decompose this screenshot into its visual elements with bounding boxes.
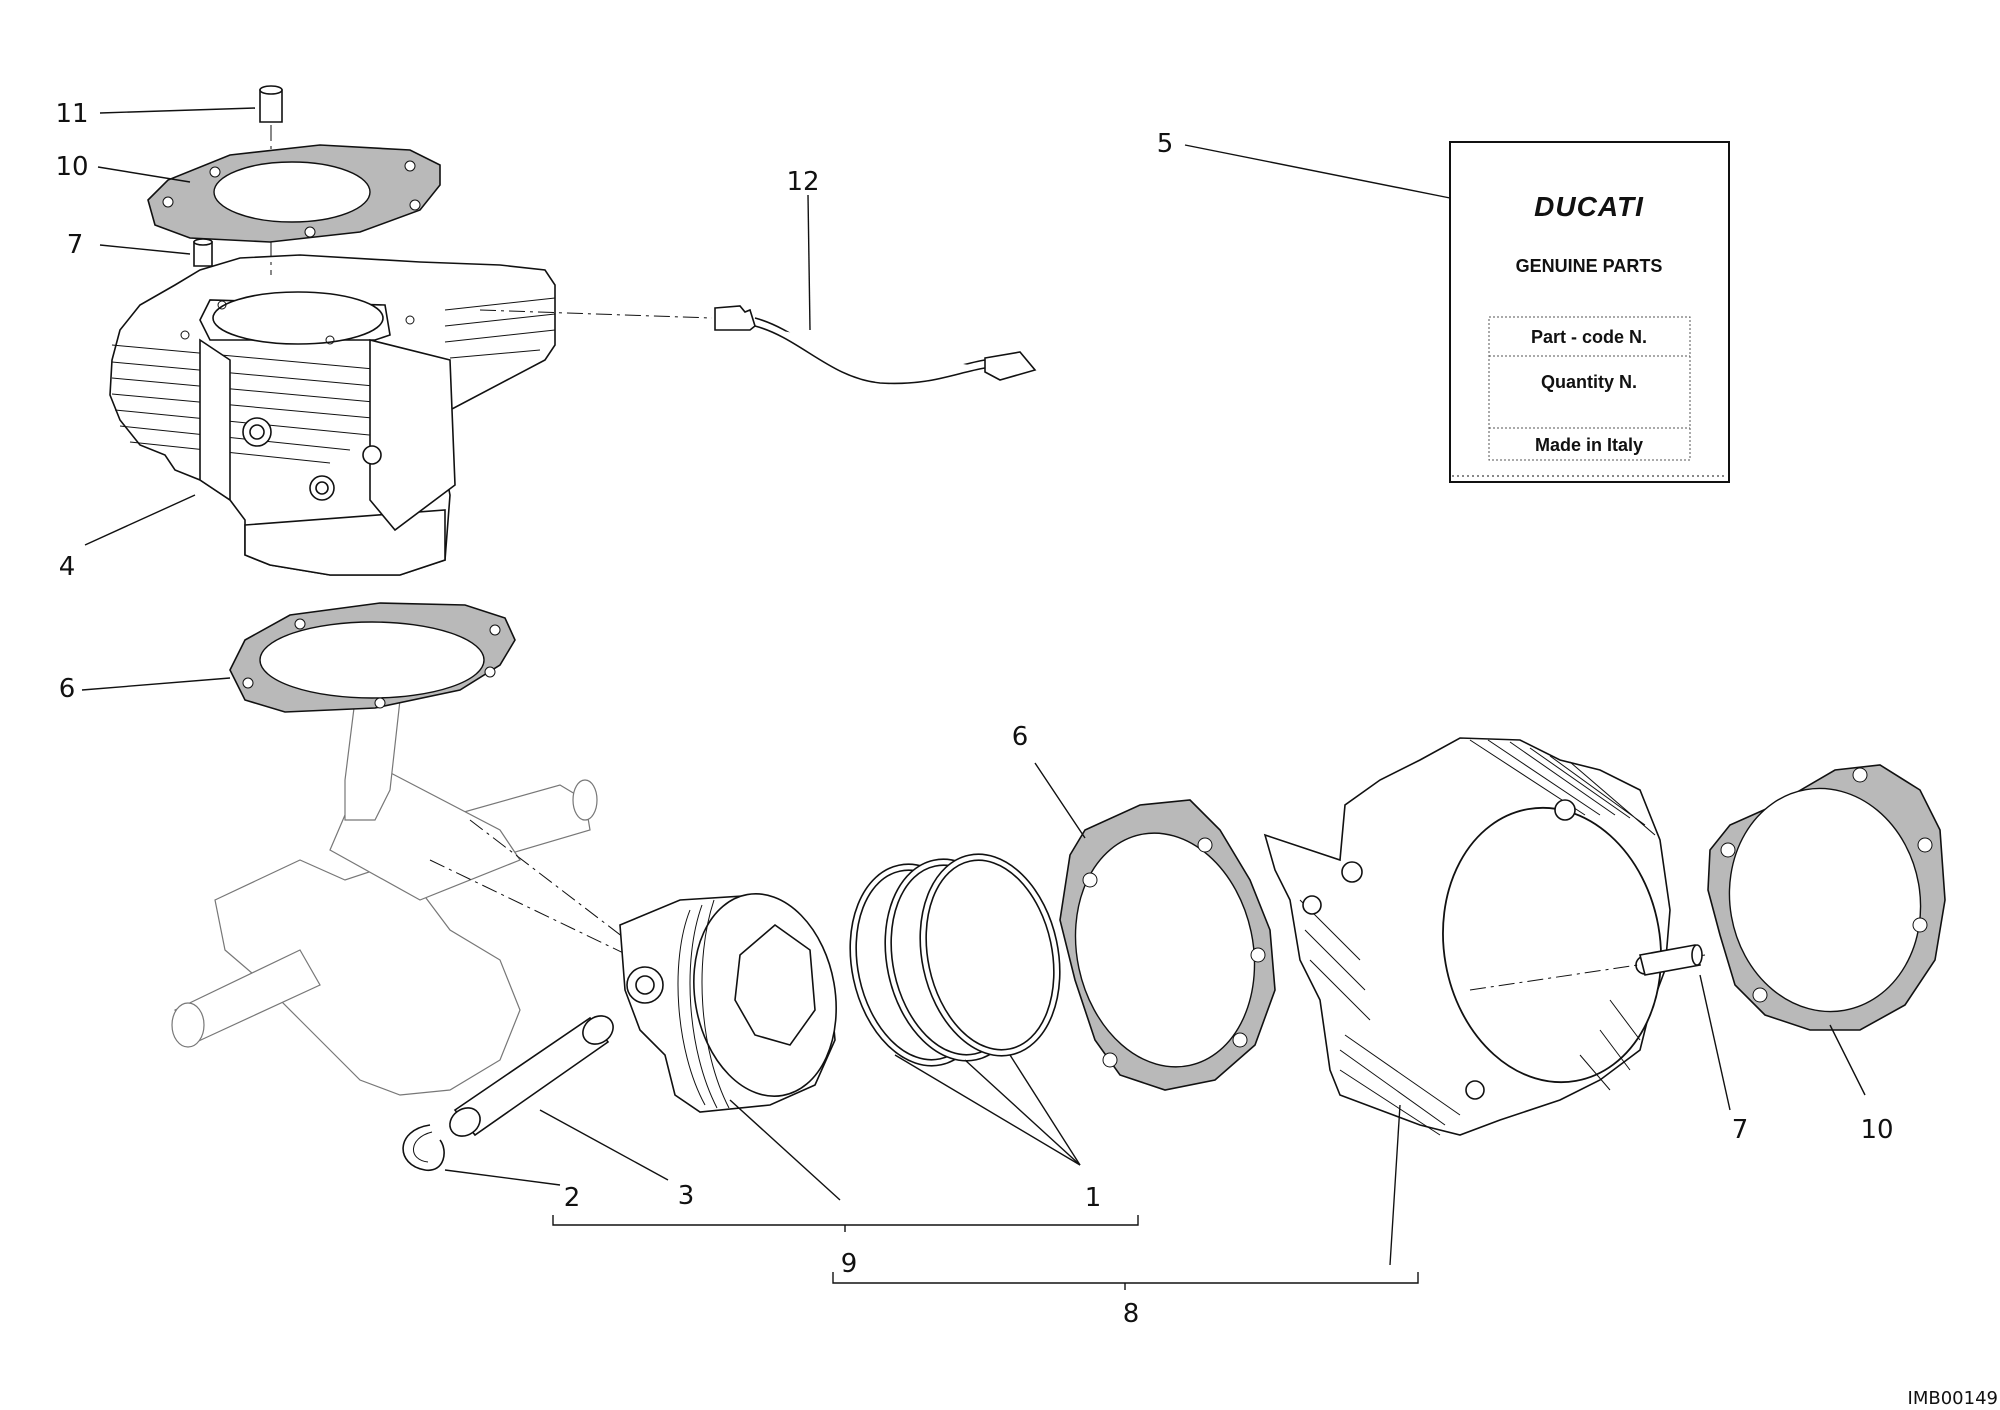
- callout-4: 4: [59, 552, 76, 582]
- leader-lines: [81, 107, 1866, 1266]
- cylinder-right: [1263, 737, 1671, 1136]
- callout-3: 3: [678, 1181, 695, 1211]
- callout-10-right: 10: [1860, 1115, 1893, 1145]
- group-bracket-8: [832, 1272, 1419, 1290]
- callout-1: 1: [1085, 1183, 1102, 1213]
- genuine-parts-heading: GENUINE PARTS: [1516, 256, 1663, 276]
- callout-7-right: 7: [1732, 1115, 1749, 1145]
- head-gasket-right: [1707, 764, 1946, 1031]
- callout-9: 9: [841, 1249, 858, 1279]
- callout-8: 8: [1123, 1299, 1140, 1329]
- piston-pin: [449, 1015, 614, 1137]
- callout-10-top: 10: [55, 152, 88, 182]
- dowel-11: [259, 85, 283, 275]
- part-code-row: Part - code N.: [1531, 327, 1647, 347]
- callout-5: 5: [1157, 129, 1174, 159]
- callout-6-right: 6: [1012, 722, 1029, 752]
- genuine-parts-label-card: DUCATI GENUINE PARTS Part - code N. Quan…: [1449, 141, 1730, 483]
- origin-row: Made in Italy: [1535, 435, 1643, 455]
- brand-logo-text: DUCATI: [1534, 191, 1644, 222]
- cylinder-top: [109, 254, 556, 576]
- piston: [619, 893, 837, 1113]
- callout-7-top: 7: [67, 230, 84, 260]
- piston-rings: [849, 853, 1061, 1067]
- base-gasket-right: [1059, 799, 1276, 1091]
- quantity-row: Quantity N.: [1541, 372, 1637, 392]
- group-bracket-9: [552, 1215, 1139, 1232]
- image-code: IMB00149: [1908, 1388, 1998, 1409]
- dowel-7-right: [1469, 944, 1706, 991]
- temperature-sensor: [479, 305, 1037, 385]
- callout-6-left: 6: [59, 674, 76, 704]
- dowel-7-top: [193, 238, 213, 267]
- callout-2: 2: [564, 1183, 581, 1213]
- callout-12: 12: [786, 167, 819, 197]
- crankshaft-ghost: [171, 769, 598, 1096]
- base-gasket-left: [229, 602, 516, 713]
- head-gasket-top: [147, 144, 441, 243]
- circlip: [402, 1124, 445, 1171]
- callout-11: 11: [55, 99, 88, 129]
